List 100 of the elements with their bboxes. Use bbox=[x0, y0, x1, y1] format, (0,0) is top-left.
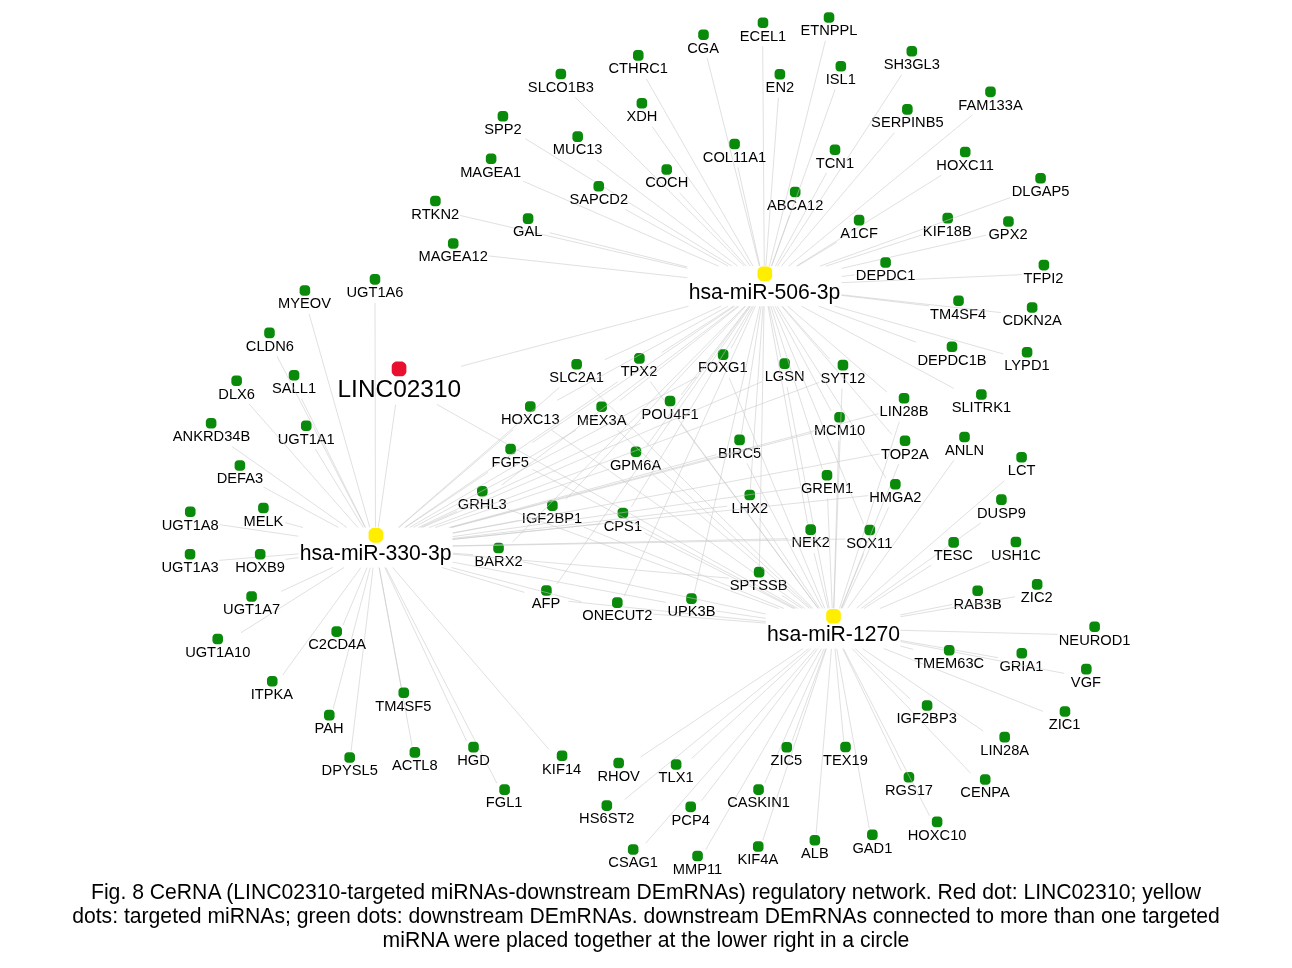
node-label: UGT1A7 bbox=[223, 601, 281, 618]
node-label: GREM1 bbox=[800, 480, 854, 497]
connector bbox=[856, 480, 1005, 609]
node-label: MUC13 bbox=[552, 141, 603, 158]
connector bbox=[771, 89, 836, 267]
connector bbox=[781, 132, 895, 267]
node-label: ANLN bbox=[944, 441, 985, 458]
connector bbox=[827, 498, 833, 609]
node-label: HMGA2 bbox=[869, 489, 922, 506]
connector bbox=[651, 126, 751, 267]
node-label: RHOV bbox=[597, 767, 640, 784]
connector bbox=[681, 305, 750, 396]
connector bbox=[452, 561, 667, 603]
connector bbox=[301, 398, 366, 528]
connector bbox=[650, 381, 819, 609]
connector bbox=[646, 78, 754, 267]
node-label: RGS17 bbox=[884, 782, 933, 799]
node-label: CTHRC1 bbox=[608, 60, 668, 77]
node-label: COL11A1 bbox=[702, 148, 767, 165]
node-label: LIN28A bbox=[980, 741, 1030, 758]
node-label: HOXC11 bbox=[936, 156, 994, 173]
connector bbox=[764, 648, 825, 784]
node-label: TPX2 bbox=[620, 363, 658, 380]
connector bbox=[436, 404, 798, 609]
node-label: VGF bbox=[1070, 673, 1102, 690]
node-label: TM4SF4 bbox=[930, 305, 987, 322]
connector bbox=[451, 432, 813, 528]
node-label: LINC02310 bbox=[337, 374, 462, 402]
connector bbox=[759, 305, 765, 567]
node-label: ACTL8 bbox=[392, 757, 438, 774]
node-label: SPTSSB bbox=[729, 577, 788, 593]
connector bbox=[522, 180, 719, 267]
connector bbox=[645, 648, 816, 844]
node-label: KIF18B bbox=[922, 222, 972, 239]
connector bbox=[420, 510, 458, 528]
connector bbox=[715, 610, 767, 619]
connector bbox=[741, 306, 762, 434]
node-label: A1CF bbox=[840, 224, 878, 241]
node-label: TOP2A bbox=[881, 445, 929, 462]
connector bbox=[825, 234, 922, 267]
connector bbox=[590, 387, 814, 609]
node-label: ALB bbox=[801, 845, 829, 862]
connector bbox=[759, 518, 820, 609]
connector bbox=[774, 305, 832, 412]
node-label: SPP2 bbox=[484, 121, 522, 138]
connector bbox=[836, 648, 870, 829]
node-label: RTKN2 bbox=[411, 205, 460, 222]
connector bbox=[625, 209, 729, 267]
connector bbox=[549, 232, 688, 268]
connector bbox=[765, 97, 779, 267]
connector bbox=[512, 305, 745, 543]
node-label: TCN1 bbox=[815, 154, 855, 171]
connector bbox=[900, 645, 914, 650]
node-label: NEUROD1 bbox=[1058, 631, 1131, 648]
node-label: MELK bbox=[243, 512, 284, 529]
node-label: UGT1A3 bbox=[161, 559, 219, 576]
connector bbox=[653, 474, 810, 609]
connector bbox=[459, 215, 688, 269]
node-label: PAH bbox=[314, 719, 344, 736]
node-label: AFP bbox=[531, 595, 561, 612]
node-label: CSAG1 bbox=[608, 854, 659, 871]
node-label: EN2 bbox=[765, 79, 795, 96]
connector bbox=[781, 305, 893, 435]
node-label: ANKRD34B bbox=[172, 428, 251, 445]
connector bbox=[770, 305, 823, 470]
node-label: UGT1A10 bbox=[185, 643, 251, 660]
connector bbox=[551, 429, 805, 609]
connector bbox=[706, 57, 760, 267]
connector bbox=[452, 495, 869, 540]
node-label: CENPA bbox=[960, 784, 1010, 801]
node-label: DPYSL5 bbox=[321, 762, 378, 779]
node-label: HGD bbox=[457, 751, 490, 768]
node-label: FOXG1 bbox=[697, 359, 748, 376]
node-label: ONECUT2 bbox=[582, 607, 653, 624]
connector bbox=[840, 463, 900, 609]
connector bbox=[813, 552, 829, 609]
node-label: LHX2 bbox=[731, 499, 769, 516]
connector bbox=[777, 74, 903, 267]
node-label: hsa-miR-1270 bbox=[767, 622, 900, 646]
node-label: SLC2A1 bbox=[549, 369, 604, 386]
node-label: GAD1 bbox=[852, 839, 893, 856]
node-label: ITPKA bbox=[250, 686, 294, 703]
connector bbox=[652, 613, 766, 624]
node-label: SH3GL3 bbox=[883, 56, 940, 73]
node-label: hsa-miR-506-3p bbox=[688, 280, 841, 304]
connector bbox=[282, 567, 362, 676]
connector bbox=[767, 305, 808, 524]
node-label: USH1C bbox=[991, 546, 1041, 563]
connector bbox=[815, 648, 832, 835]
connector bbox=[839, 421, 900, 609]
connector bbox=[776, 306, 887, 479]
connector bbox=[879, 561, 991, 609]
connector bbox=[781, 595, 803, 609]
connector bbox=[583, 526, 785, 609]
node-label: GRIA1 bbox=[999, 658, 1044, 675]
node-label: TMEM63C bbox=[914, 655, 985, 672]
connector bbox=[786, 386, 830, 609]
node-label: BARX2 bbox=[474, 552, 523, 569]
node-label: UPK3B bbox=[667, 603, 716, 620]
node-label: POU4F1 bbox=[641, 405, 699, 422]
